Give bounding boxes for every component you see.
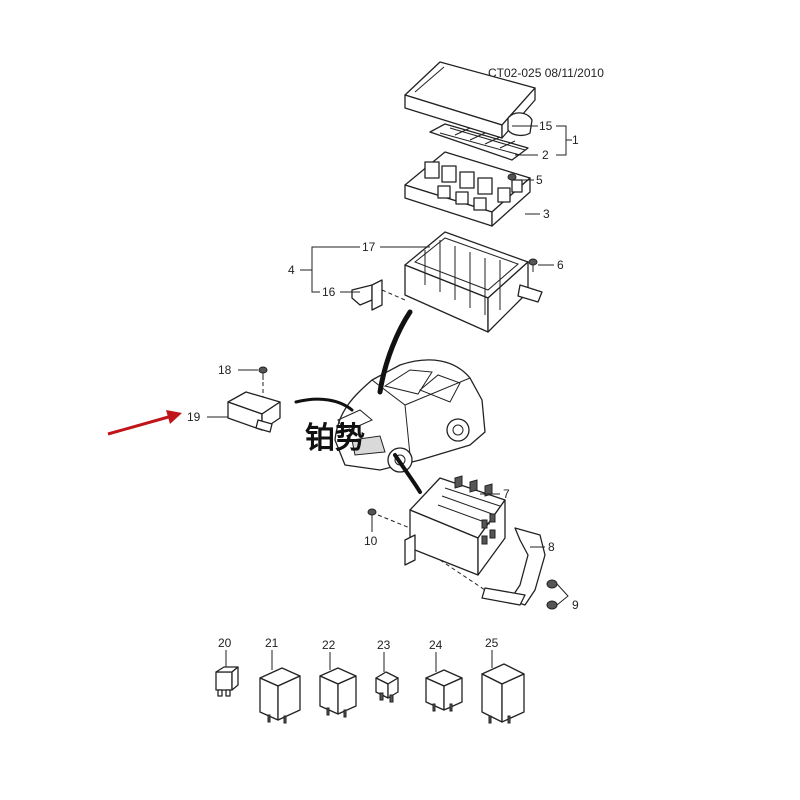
screw-18 — [258, 366, 268, 398]
callout-23: 23 — [377, 638, 391, 652]
car-illustration — [334, 359, 486, 473]
callout-10: 10 — [364, 534, 378, 548]
callout-7: 7 — [503, 487, 510, 501]
callout-8: 8 — [548, 540, 555, 554]
nuts-9 — [546, 579, 558, 610]
relay-24 — [425, 669, 463, 712]
relay-25 — [481, 663, 525, 724]
callout-labels: 15 2 1 5 3 17 4 16 6 18 19 7 8 10 9 20 2… — [187, 119, 579, 652]
micro-relay-23 — [375, 671, 399, 703]
callout-5: 5 — [536, 173, 543, 187]
lower-housing — [404, 231, 543, 333]
watermark: 铂势 — [294, 309, 422, 494]
callout-17: 17 — [362, 240, 376, 254]
red-pointer-arrow — [107, 410, 182, 436]
fuse-label-card — [429, 123, 529, 161]
fuse-panel-7 — [404, 475, 506, 576]
callout-19: 19 — [187, 410, 201, 424]
callout-18: 18 — [218, 363, 232, 377]
callout-9: 9 — [572, 598, 579, 612]
leader-lines — [207, 125, 572, 672]
callout-16: 16 — [322, 285, 336, 299]
diagram-code: CT02-025 08/11/2010 — [488, 66, 604, 80]
bracket-16 — [351, 279, 406, 311]
relay-21 — [259, 667, 301, 724]
callout-21: 21 — [265, 636, 279, 650]
watermark-text: 铂势 — [305, 421, 365, 456]
relay-22 — [319, 667, 357, 718]
fuse-relay-block — [404, 151, 531, 227]
callout-4: 4 — [288, 263, 295, 277]
callout-25: 25 — [485, 636, 499, 650]
callout-22: 22 — [322, 638, 336, 652]
mini-fuse-20 — [215, 666, 239, 697]
module-19 — [227, 391, 281, 433]
bolt-6 — [528, 258, 538, 272]
fuse-box-cover — [404, 61, 536, 139]
callout-1: 1 — [572, 133, 579, 147]
callout-2: 2 — [542, 148, 549, 162]
callout-20: 20 — [218, 636, 232, 650]
callout-6: 6 — [557, 258, 564, 272]
callout-3: 3 — [543, 207, 550, 221]
callout-24: 24 — [429, 638, 443, 652]
callout-15: 15 — [539, 119, 553, 133]
bolt-5 — [507, 173, 517, 186]
bolt-10 — [367, 508, 411, 529]
